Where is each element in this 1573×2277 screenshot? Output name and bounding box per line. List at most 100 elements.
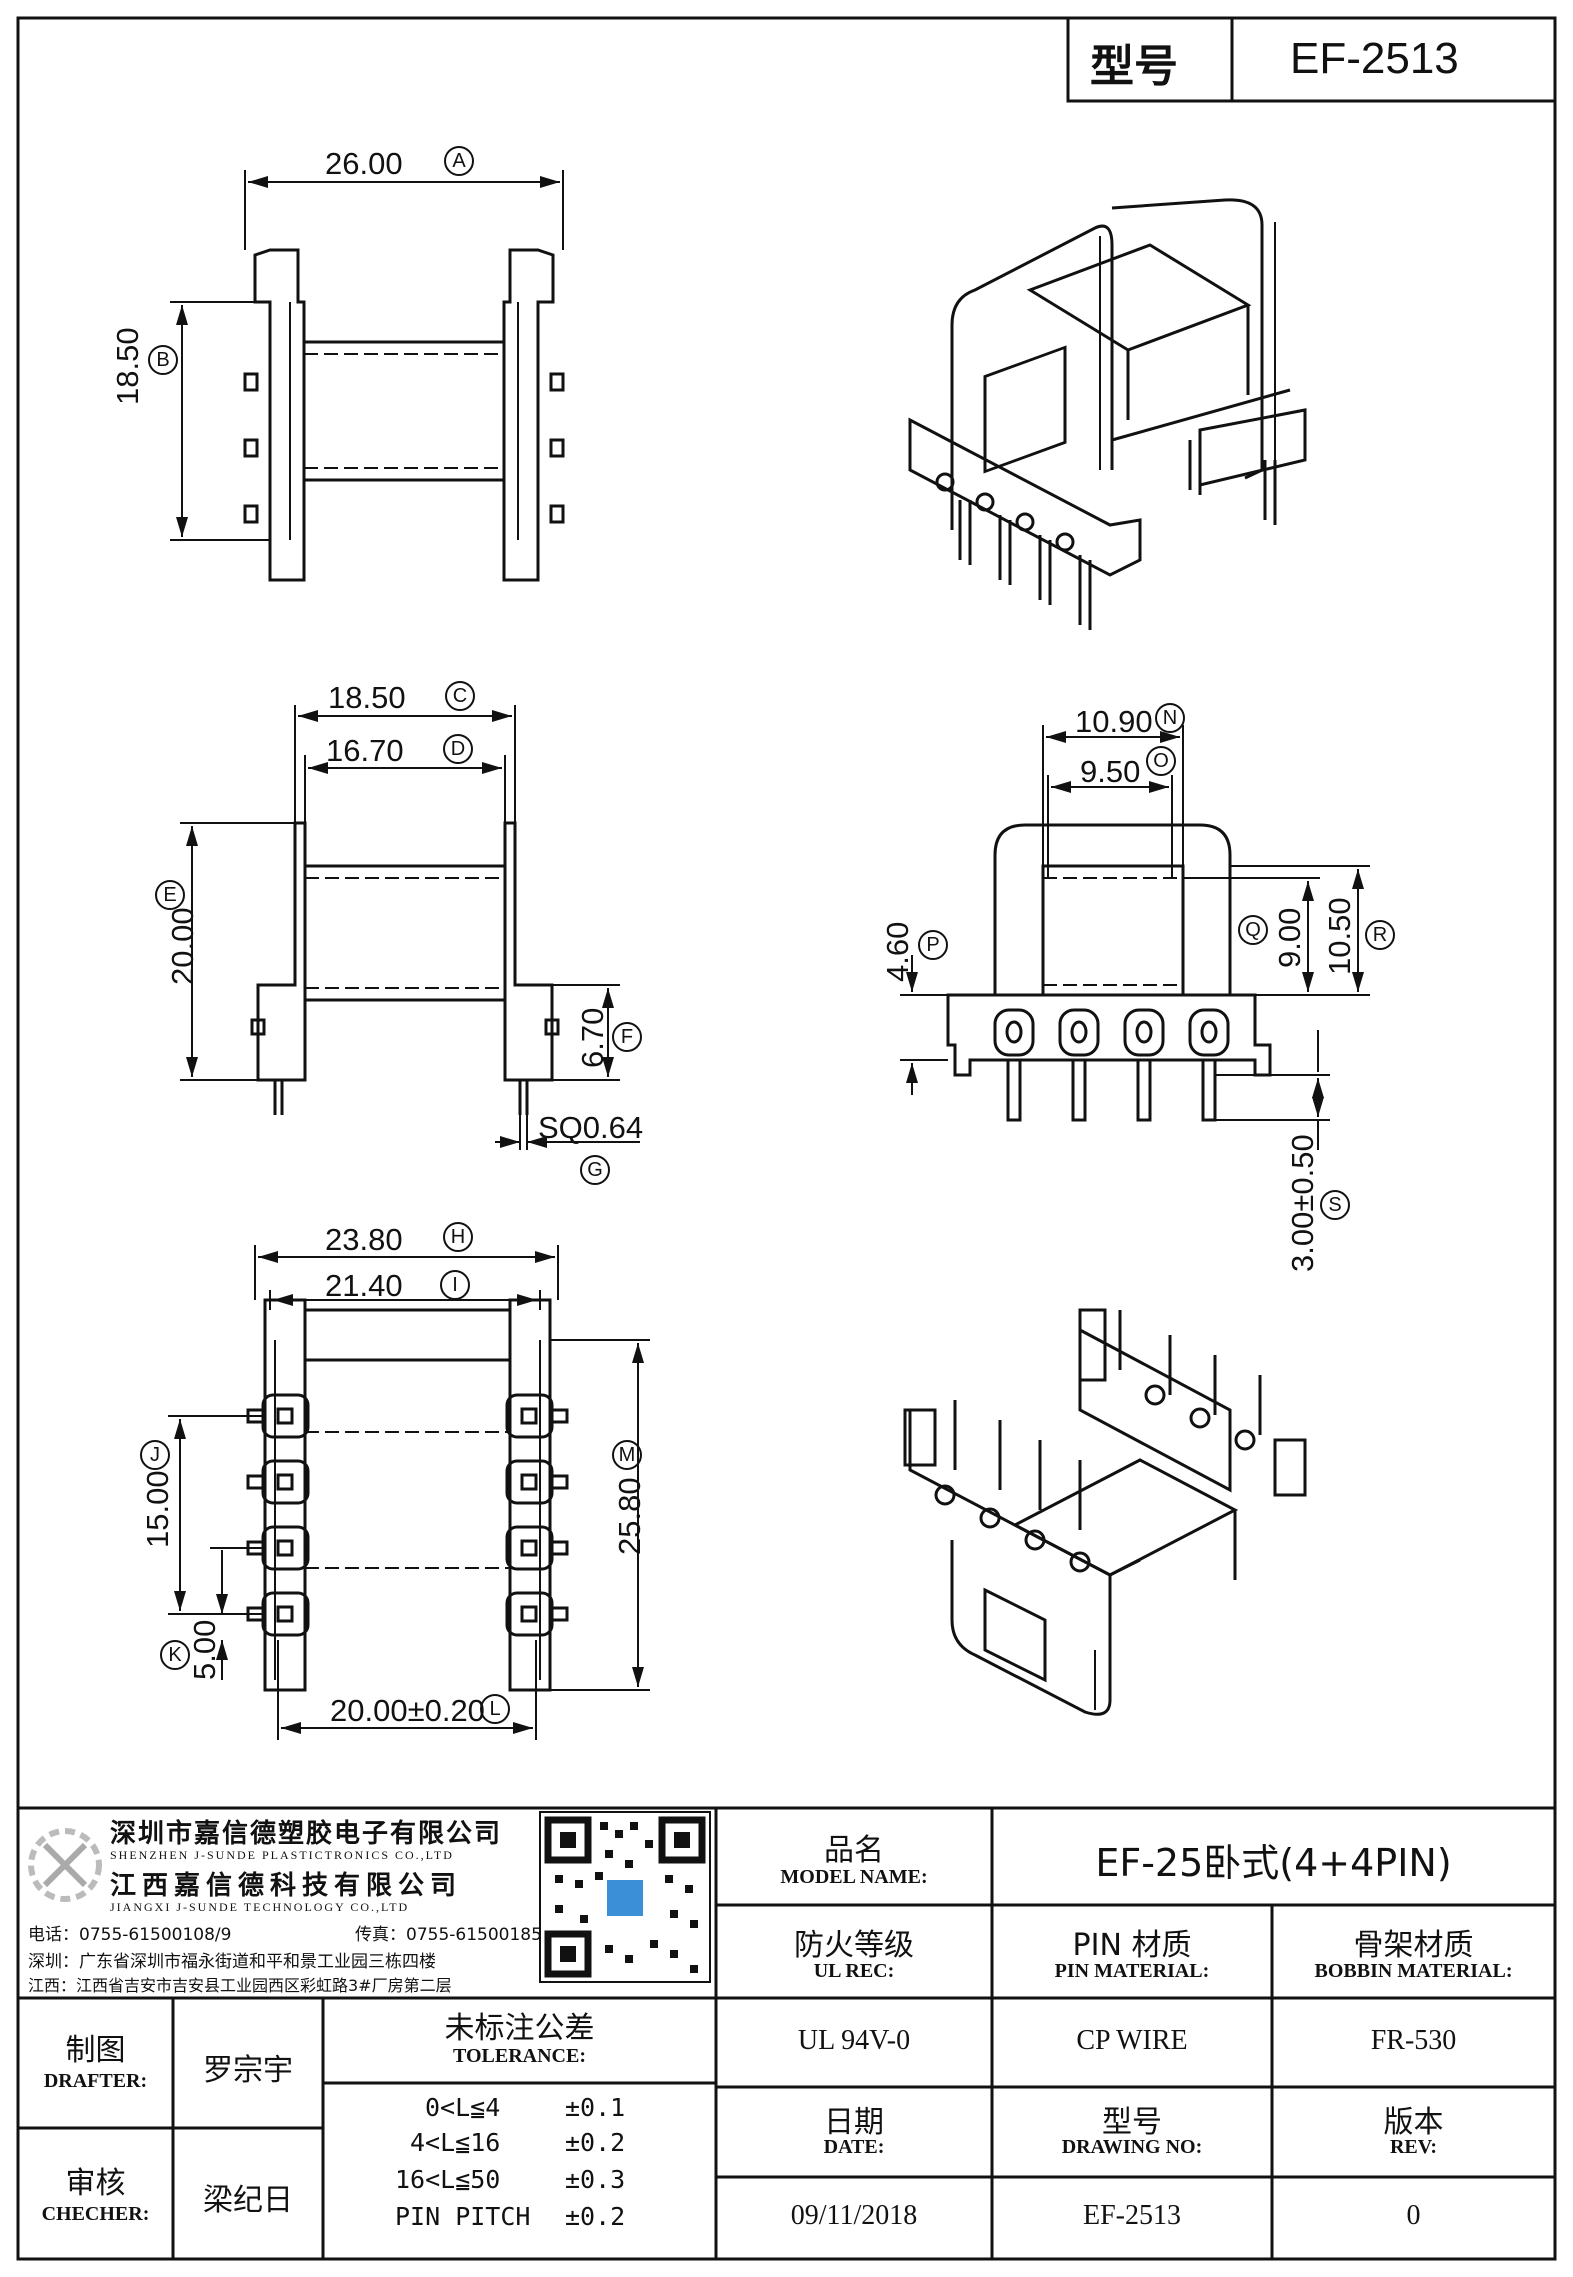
dim-line-k: [210, 1547, 263, 1680]
dim-g-letter: G: [580, 1155, 610, 1185]
company-logo: [28, 1828, 102, 1902]
dim-s-letter: S: [1320, 1190, 1350, 1220]
dim-line-e: [180, 822, 295, 1081]
dim-line-a: [244, 170, 564, 250]
dim-s-value: 3.00±0.50: [1285, 1134, 1320, 1272]
dim-h-value: 23.80: [325, 1222, 403, 1257]
dim-line-f: [515, 984, 620, 1081]
dim-g-value: SQ0.64: [538, 1110, 644, 1145]
bobbin-label-cn: 骨架材质: [1353, 1928, 1474, 1963]
dim-line-j: [168, 1415, 263, 1615]
dim-a-letter: A: [444, 146, 474, 176]
qr-code: [539, 1811, 711, 1983]
iso-view-top: [908, 198, 1307, 630]
rev-value: 0: [1406, 2200, 1421, 2231]
ul-value: UL 94V-0: [797, 2025, 911, 2056]
dim-line-d: [304, 755, 506, 866]
dim-q-value: 9.00: [1272, 907, 1307, 968]
dim-a-value: 26.00: [325, 146, 403, 181]
dim-d-letter: D: [443, 734, 473, 764]
dim-p-value: 4.60: [880, 921, 915, 982]
dim-line-i: [269, 1290, 541, 1310]
dim-k-letter: K: [160, 1640, 190, 1670]
front-view: [946, 823, 1272, 1122]
tolerance-label-en: TOLERANCE:: [453, 2045, 586, 2067]
tolerance-range: 0<L≦4: [425, 2093, 501, 2122]
company-address-shenzhen: 深圳：广东省深圳市福永街道和平和景工业园三栋四楼: [28, 1952, 436, 1972]
title-block-grid: [18, 1806, 1555, 2259]
date-value: 09/11/2018: [790, 2200, 918, 2231]
dim-line-g: [495, 1115, 640, 1150]
dim-r-value: 10.50: [1322, 897, 1357, 975]
dim-line-n: [1042, 725, 1184, 866]
dim-r-letter: R: [1365, 920, 1395, 950]
drawing-no-label-cn: 型号: [1102, 2105, 1162, 2140]
drafter-label-en: DRAFTER:: [43, 2070, 148, 2092]
dim-line-h: [254, 1245, 559, 1300]
tolerance-label-cn: 未标注公差: [444, 2011, 595, 2046]
dim-o-value: 9.50: [1080, 754, 1141, 789]
drawing-no-value: EF-2513: [1083, 2200, 1181, 2231]
tolerance-value: ±0.1: [565, 2093, 626, 2122]
dim-line-l: [277, 1640, 537, 1740]
model-name-value: EF-25卧式(4+4PIN): [1095, 1841, 1452, 1885]
company-address-jiangxi: 江西：江西省吉安市吉安县工业园西区彩虹路3#厂房第二层: [28, 1976, 452, 1995]
drawing-no-label-en: DRAWING NO:: [1061, 2136, 1203, 2158]
dim-k-value: 5.00: [187, 1619, 222, 1680]
company-name-en: SHENZHEN J-SUNDE PLASTICTRONICS CO.,LTD: [110, 1848, 454, 1862]
iso-view-bottom: [903, 1308, 1307, 1716]
dim-n-letter: N: [1155, 703, 1185, 733]
bobbin-label-en: BOBBIN MATERIAL:: [1314, 1960, 1513, 1982]
company2-name-en: JIANGXI J-SUNDE TECHNOLOGY CO.,LTD: [110, 1900, 410, 1914]
dim-f-letter: F: [612, 1022, 642, 1052]
dim-line-s: [1215, 1030, 1330, 1150]
dim-j-value: 15.00: [140, 1470, 175, 1548]
tolerance-value: ±0.3: [565, 2165, 626, 2194]
tolerance-range: PIN PITCH: [395, 2202, 531, 2231]
company2-name-cn: 江西嘉信德科技有限公司: [110, 1871, 463, 1901]
dim-p-letter: P: [918, 930, 948, 960]
dim-line-b: [170, 301, 270, 541]
rev-label-cn: 版本: [1383, 2105, 1444, 2140]
company-fax: 传真：0755-61500185: [355, 1925, 542, 1945]
tolerance-range: 4<L≦16: [410, 2128, 501, 2157]
pin-label-en: PIN MATERIAL:: [1054, 1960, 1210, 1982]
dim-l-letter: L: [480, 1694, 510, 1724]
dim-e-letter: E: [155, 880, 185, 910]
dim-line-c: [294, 705, 516, 823]
dim-n-value: 10.90: [1075, 704, 1153, 739]
side-view: [250, 821, 560, 1115]
header-model-label: 型号: [1090, 41, 1178, 92]
header-model-value: EF-2513: [1290, 34, 1459, 83]
tolerance-value: ±0.2: [565, 2202, 626, 2231]
bottom-view: [246, 1298, 569, 1692]
ul-label-en: UL REC:: [813, 1960, 895, 1982]
dim-line-o: [1047, 775, 1173, 878]
dim-j-letter: J: [140, 1440, 170, 1470]
dim-o-letter: O: [1146, 746, 1176, 776]
dim-q-letter: Q: [1238, 915, 1268, 945]
dim-e-value: 20.00: [165, 907, 200, 985]
dim-l-value: 20.00±0.20: [330, 1693, 485, 1728]
dim-m-value: 25.80: [612, 1477, 647, 1555]
company-phone: 电话：0755-61500108/9: [28, 1925, 232, 1945]
dim-c-value: 18.50: [328, 680, 406, 715]
rev-label-en: REV:: [1389, 2136, 1438, 2158]
model-name-label-en: MODEL NAME:: [780, 1866, 928, 1888]
dim-line-p: [900, 955, 948, 1095]
pin-value: CP WIRE: [1076, 2025, 1188, 2056]
checker-name: 梁纪日: [203, 2183, 293, 2218]
date-label-en: DATE:: [823, 2136, 885, 2158]
header-box: [1066, 16, 1557, 103]
dim-i-value: 21.40: [325, 1268, 403, 1303]
bobbin-value: FR-530: [1370, 2025, 1457, 2056]
date-label-cn: 日期: [824, 2105, 884, 2140]
top-view: [243, 248, 565, 582]
dim-line-m: [550, 1339, 650, 1691]
dim-d-value: 16.70: [326, 733, 404, 768]
checker-label-cn: 审核: [65, 2166, 126, 2201]
tolerance-value: ±0.2: [565, 2128, 626, 2157]
checker-label-en: CHECHER:: [41, 2203, 150, 2225]
dim-line-r: [1230, 865, 1370, 996]
